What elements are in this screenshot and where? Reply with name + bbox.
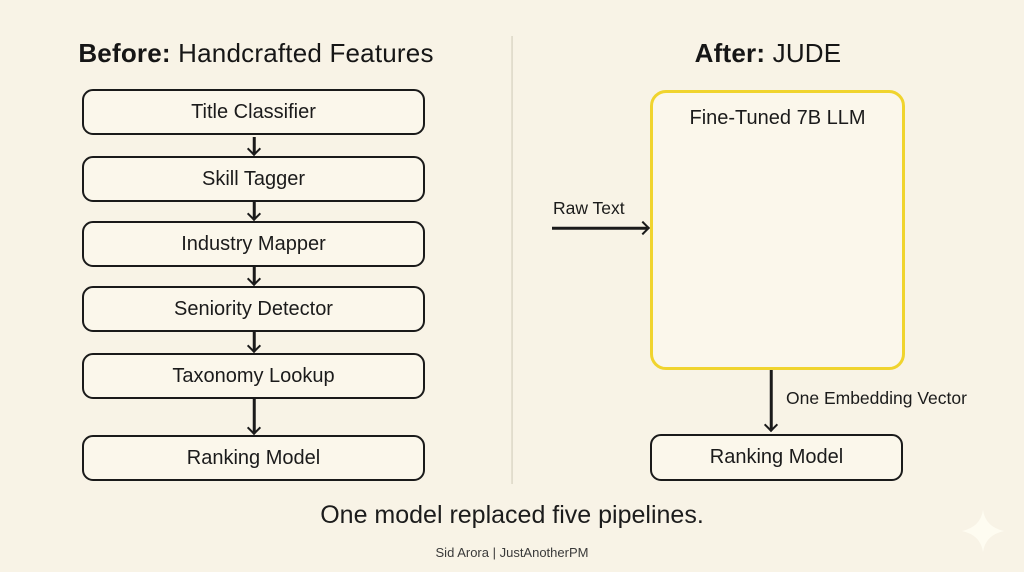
embedding-vector-label: One Embedding Vector — [786, 388, 967, 408]
arrow-down-icon — [245, 332, 263, 354]
pipeline-box-title-classifier: Title Classifier — [82, 89, 425, 135]
arrow-down-icon — [245, 202, 263, 222]
pipeline-box-industry-mapper: Industry Mapper — [82, 221, 425, 267]
column-divider — [511, 36, 513, 484]
pipeline-box-ranking-model: Ranking Model — [82, 435, 425, 481]
llm-box-label: Fine-Tuned 7B LLM — [689, 107, 866, 129]
ranking-model-box: Ranking Model — [650, 434, 903, 481]
llm-box: Fine-Tuned 7B LLM — [650, 90, 905, 370]
sparkle-icon — [962, 510, 1004, 552]
pipeline-box-skill-tagger: Skill Tagger — [82, 156, 425, 202]
before-title-bold: Before: — [78, 38, 171, 68]
arrow-down-icon — [245, 399, 263, 436]
arrow-down-icon — [245, 267, 263, 287]
after-title-bold: After: — [694, 38, 766, 68]
pipeline-box-taxonomy-lookup: Taxonomy Lookup — [82, 353, 425, 399]
after-title: After: JUDE — [512, 38, 1024, 69]
ranking-model-label: Ranking Model — [709, 446, 844, 468]
caption: One model replaced five pipelines. — [320, 501, 704, 529]
arrow-right-icon — [552, 219, 651, 237]
raw-text-label: Raw Text — [553, 198, 625, 218]
pipeline-box-seniority-detector: Seniority Detector — [82, 286, 425, 332]
before-title-rest: Handcrafted Features — [170, 38, 434, 68]
footer-credit: Sid Arora | JustAnotherPM — [435, 545, 589, 560]
before-title: Before: Handcrafted Features — [0, 38, 512, 69]
after-title-rest: JUDE — [765, 38, 842, 68]
arrow-down-icon — [762, 370, 780, 433]
arrow-down-icon — [245, 137, 263, 157]
